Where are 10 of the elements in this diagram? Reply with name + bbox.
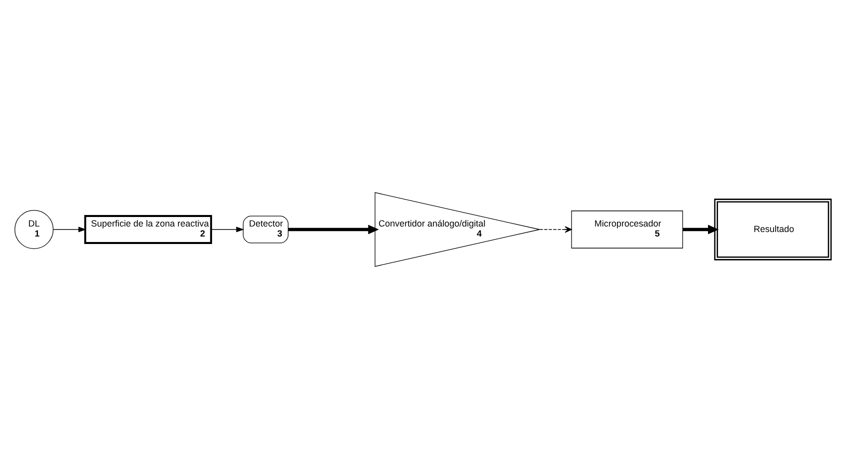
- arrow: [539, 226, 572, 233]
- node-box: Microprocesador 5: [571, 210, 684, 248]
- arrow: [288, 224, 379, 234]
- arrow: [52, 226, 86, 232]
- node-box: Resultado: [714, 198, 832, 260]
- node-circle: DL 1: [14, 210, 54, 250]
- arrow: [210, 226, 244, 232]
- node-box: Superficie de la zona reactiva 2: [84, 215, 212, 244]
- node-box: Detector 3: [242, 216, 288, 244]
- arrow: [682, 224, 719, 234]
